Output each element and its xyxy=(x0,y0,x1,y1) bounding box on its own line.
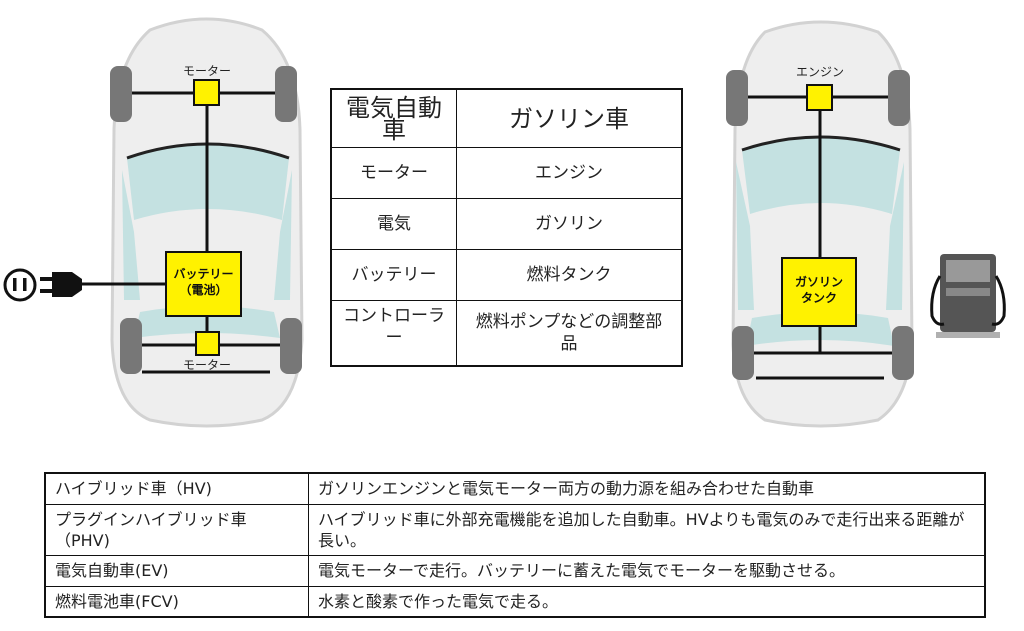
comparison-cell: 燃料ポンプなどの調整部品 xyxy=(456,300,683,367)
comparison-header-gas: ガソリン車 xyxy=(456,88,683,148)
definition-desc: ガソリンエンジンと電気モーター両方の動力源を組み合わせた自動車 xyxy=(308,472,986,505)
power-plug-icon xyxy=(40,272,82,297)
gas-tank-label-line2: タンク xyxy=(800,291,837,305)
gas-tank-box xyxy=(781,257,857,327)
table-row: ハイブリッド車（HV) ガソリンエンジンと電気モーター両方の動力源を組み合わせた… xyxy=(44,472,986,505)
table-row: モーター エンジン xyxy=(330,147,683,199)
definitions-table: ハイブリッド車（HV) ガソリンエンジンと電気モーター両方の動力源を組み合わせた… xyxy=(44,472,986,618)
ev-tire-fr xyxy=(275,66,297,122)
table-row: バッテリー 燃料タンク xyxy=(330,249,683,301)
table-row: 電気 ガソリン xyxy=(330,198,683,250)
ev-rear-motor xyxy=(195,331,220,356)
table-row: 燃料電池車(FCV) 水素と酸素で作った電気で走る。 xyxy=(44,585,986,618)
comparison-header-row: 電気自動車 ガソリン車 xyxy=(330,88,683,148)
table-row: 電気自動車(EV) 電気モーターで走行。バッテリーに蓄えた電気でモーターを駆動さ… xyxy=(44,554,986,587)
definition-desc: 電気モーターで走行。バッテリーに蓄えた電気でモーターを駆動させる。 xyxy=(308,554,986,587)
car-diagram xyxy=(3,17,1006,428)
ev-front-motor-label: モーター xyxy=(182,64,231,78)
gas-engine xyxy=(806,84,833,111)
comparison-header-ev: 電気自動車 xyxy=(330,88,458,148)
ev-car xyxy=(3,17,304,428)
definition-term: プラグインハイブリッド車（PHV) xyxy=(44,503,309,556)
definition-term: 燃料電池車(FCV) xyxy=(44,585,309,618)
ev-tire-fl xyxy=(110,66,132,122)
ev-battery-label: バッテリー （電池） xyxy=(166,266,241,298)
comparison-cell: モーター xyxy=(330,147,458,199)
gas-tire-fl xyxy=(726,70,748,126)
comparison-cell: バッテリー xyxy=(330,249,458,301)
definition-desc: 水素と酸素で作った電気で走る。 xyxy=(308,585,986,618)
gas-tire-rl xyxy=(732,326,754,380)
definition-desc: ハイブリッド車に外部充電機能を追加した自動車。HVよりも電気のみで走行出来る距離… xyxy=(308,503,986,556)
ev-battery-label-line1: バッテリー xyxy=(173,267,234,281)
comparison-cell: ガソリン xyxy=(456,198,683,250)
ev-battery-box xyxy=(165,251,242,317)
gas-engine-label: エンジン xyxy=(795,65,844,79)
table-row: コントローラー 燃料ポンプなどの調整部品 xyxy=(330,300,683,367)
ev-rear-motor-label: モーター xyxy=(182,358,231,372)
gas-side-window-right xyxy=(886,162,904,310)
fuel-pump-icon xyxy=(930,254,1006,338)
definition-term: 電気自動車(EV) xyxy=(44,554,309,587)
comparison-cell: 燃料タンク xyxy=(456,249,683,301)
table-row: プラグインハイブリッド車（PHV) ハイブリッド車に外部充電機能を追加した自動車… xyxy=(44,503,986,556)
comparison-cell: コントローラー xyxy=(330,300,458,367)
gas-side-window-left xyxy=(736,162,754,310)
outlet-icon xyxy=(3,268,37,302)
comparison-table: 電気自動車 ガソリン車 モーター エンジン 電気 ガソリン バッテリー 燃料タン… xyxy=(330,88,683,367)
gas-tank-label-line1: ガソリン xyxy=(794,275,843,289)
ev-battery-label-line2: （電池） xyxy=(179,283,228,297)
comparison-cell: エンジン xyxy=(456,147,683,199)
gas-car-body xyxy=(731,20,914,428)
ev-side-window-right xyxy=(274,170,292,300)
ev-tire-rr xyxy=(280,318,302,374)
gas-car xyxy=(726,20,914,428)
ev-tire-rl xyxy=(120,318,142,374)
definition-term: ハイブリッド車（HV) xyxy=(44,472,309,505)
gas-tire-rr xyxy=(892,326,914,380)
gas-tank-label: ガソリン タンク xyxy=(782,274,856,306)
ev-side-window-left xyxy=(122,170,140,300)
comparison-cell: 電気 xyxy=(330,198,458,250)
ev-front-motor xyxy=(193,79,220,106)
gas-tire-fr xyxy=(888,70,910,126)
